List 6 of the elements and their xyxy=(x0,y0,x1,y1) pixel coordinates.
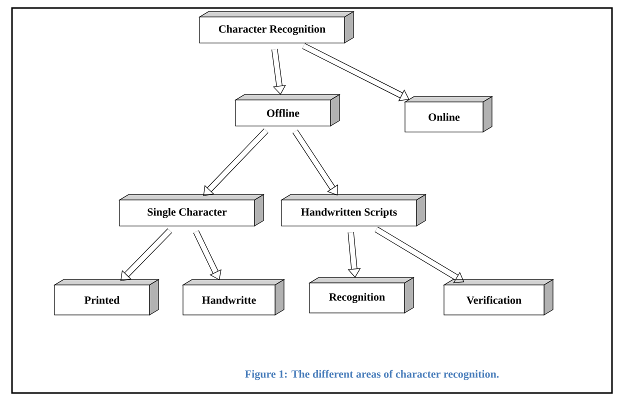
block-arrow xyxy=(203,128,268,196)
block-arrow xyxy=(193,230,222,280)
block-arrow xyxy=(271,48,286,95)
block-arrow xyxy=(374,226,464,284)
caption: Figure 1: The different areas of character recognition. xyxy=(245,370,499,380)
block-arrow xyxy=(302,43,410,102)
